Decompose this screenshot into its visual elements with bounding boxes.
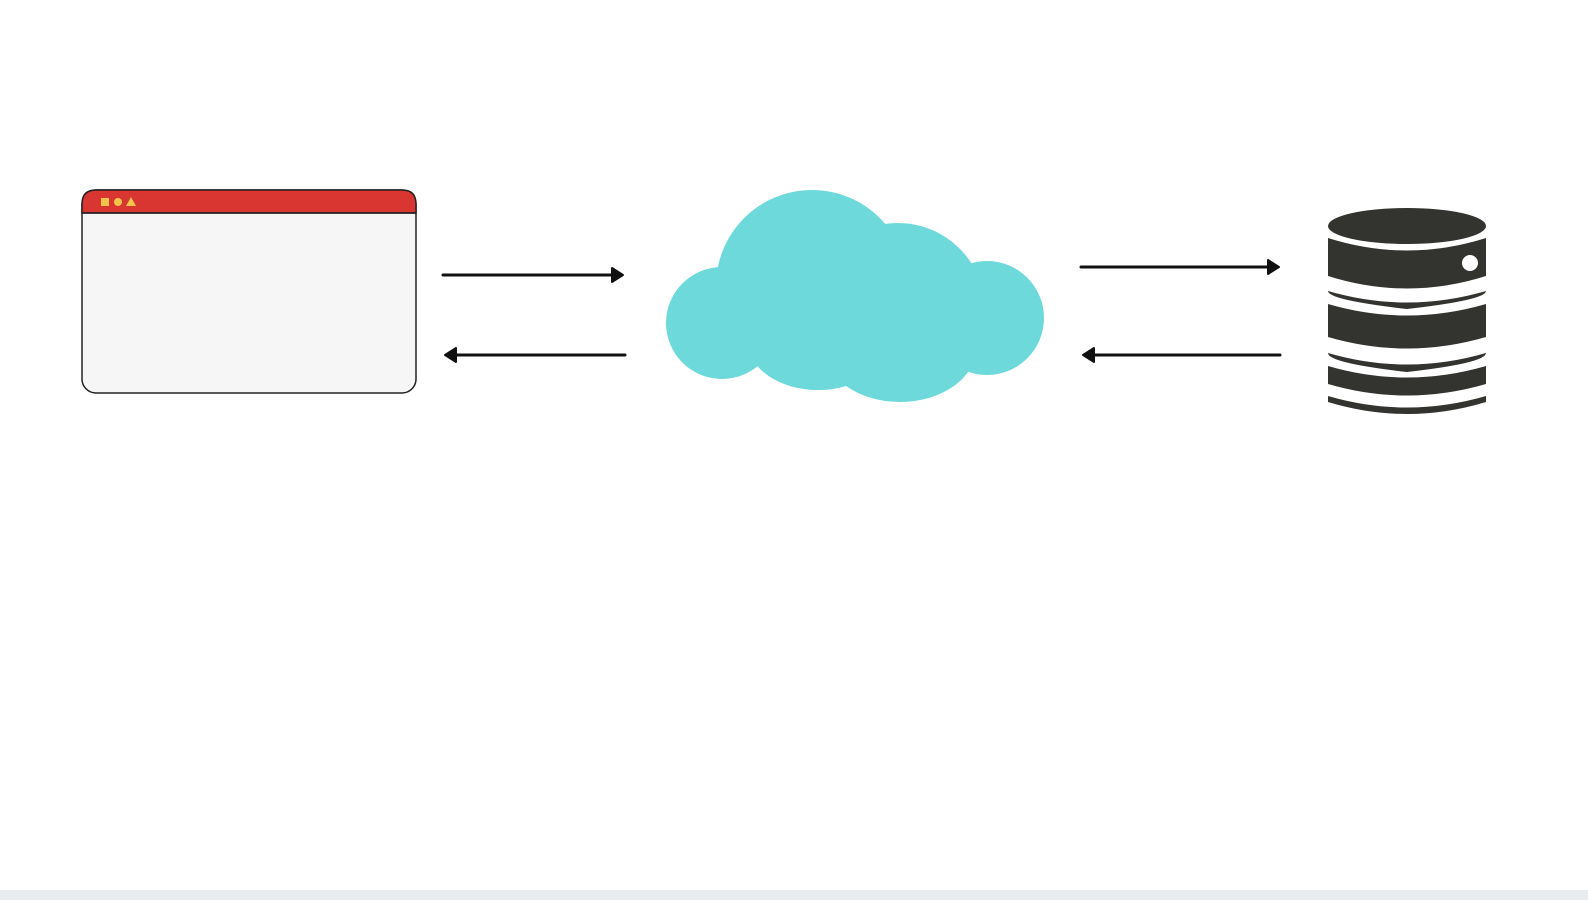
circle-control-icon	[114, 198, 122, 206]
arrow-right-icon	[1079, 259, 1280, 275]
database-middle-block	[1328, 304, 1486, 349]
database-lower-block	[1328, 366, 1486, 396]
database-icon	[1328, 208, 1486, 414]
browser-window-icon	[81, 189, 417, 394]
database-top-disk	[1328, 208, 1486, 244]
triangle-control-icon	[126, 197, 136, 206]
arrow-left-icon	[1082, 347, 1282, 363]
database-thin-ring	[1328, 291, 1486, 309]
arrow-right-icon	[441, 267, 624, 283]
database-thin-ring	[1328, 353, 1486, 372]
cloud-icon	[666, 190, 1044, 402]
arrow-left-icon	[444, 347, 627, 363]
database-bottom-ring	[1328, 396, 1486, 414]
database-status-light	[1462, 255, 1478, 271]
bottom-scroll-strip	[0, 890, 1588, 900]
browser-window-frame	[81, 189, 417, 394]
square-control-icon	[101, 198, 109, 206]
database-upper-block	[1328, 238, 1486, 289]
